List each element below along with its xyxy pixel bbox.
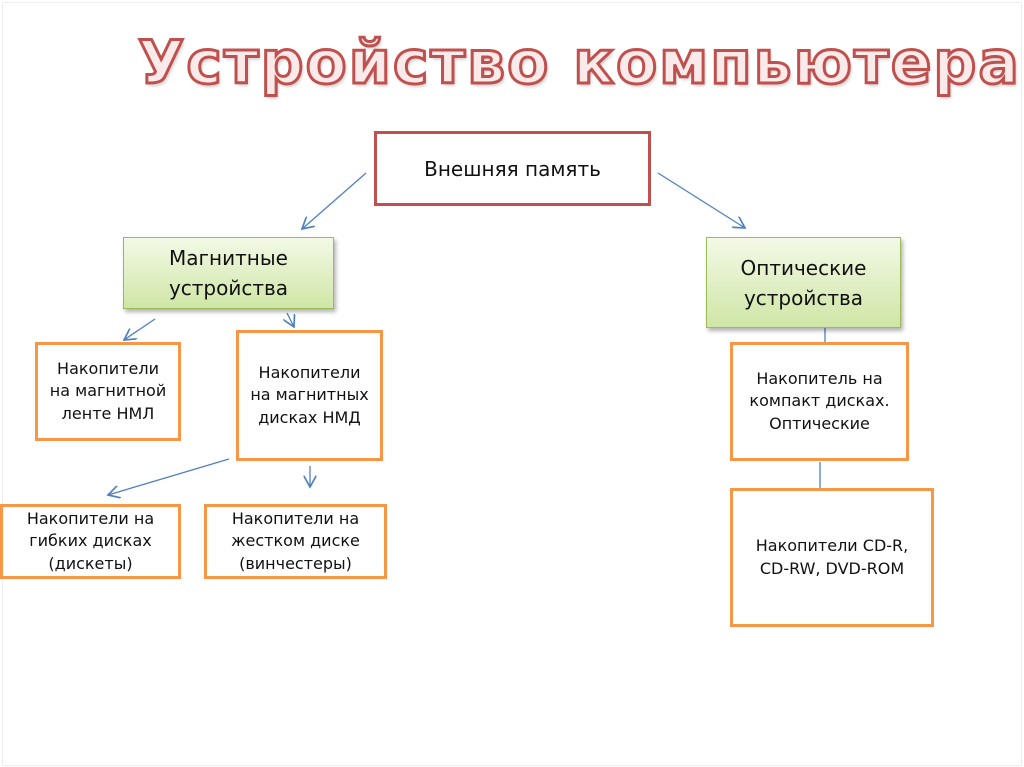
node-floppy: Накопители на гибких дисках (дискеты) [0, 504, 181, 579]
slide-title: Устройство компьютера [137, 27, 1021, 100]
arrow-to-magnetic [302, 172, 367, 229]
node-cd: Накопитель на компакт дисках. Оптические [730, 342, 909, 461]
node-external-memory: Внешняя память [374, 131, 651, 206]
node-optical: Оптические устройства [706, 237, 901, 328]
node-hdd: Накопители на жестком диске (винчестеры) [204, 504, 387, 579]
node-tape: Накопители на магнитной ленте НМЛ [35, 342, 181, 441]
arrow-to-tape [124, 318, 156, 340]
arrow-to-floppy [108, 458, 230, 495]
arrow-to-optical [657, 172, 745, 228]
node-magnetic: Магнитные устройства [123, 237, 334, 309]
node-cdr: Накопители CD-R, CD-RW, DVD-ROM [730, 488, 934, 627]
arrow-to-disks [287, 312, 294, 327]
node-disks: Накопители на магнитных дисках НМД [236, 330, 383, 461]
